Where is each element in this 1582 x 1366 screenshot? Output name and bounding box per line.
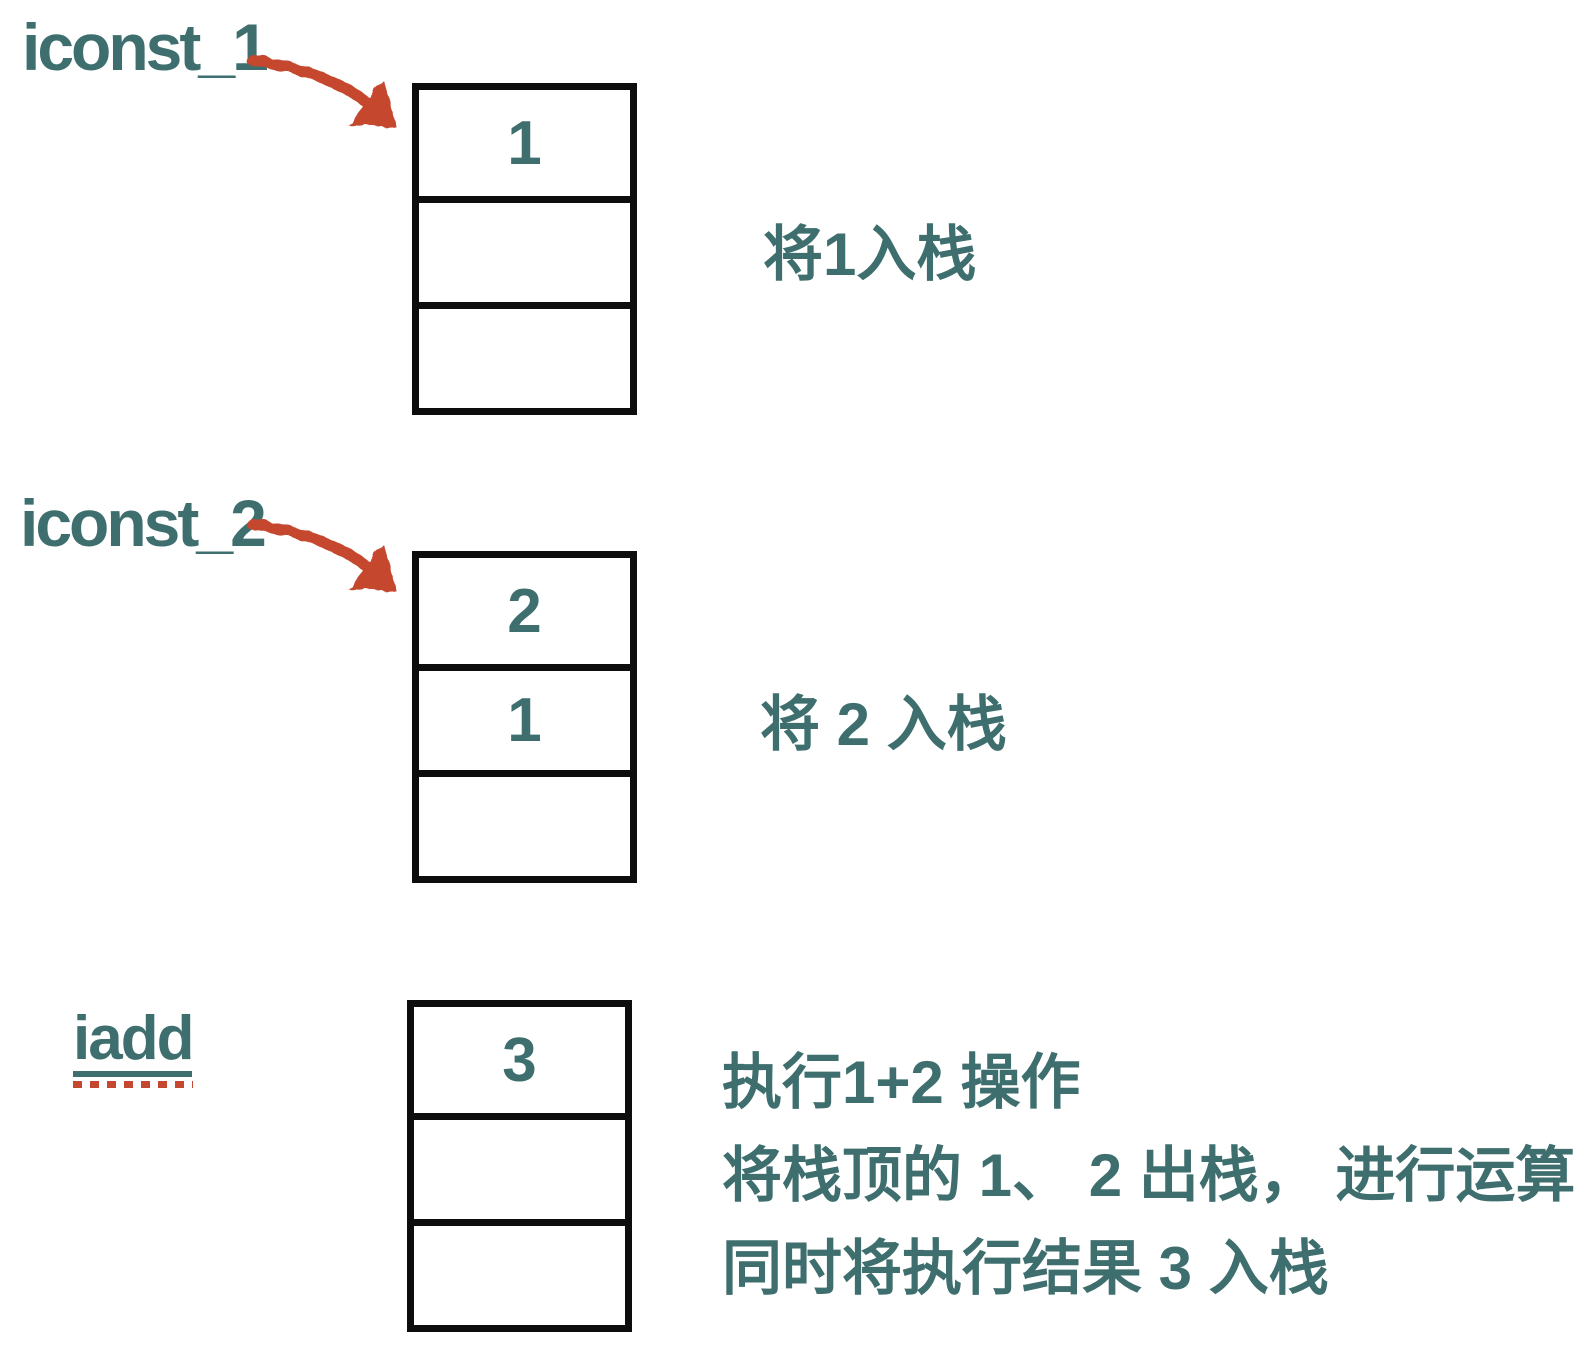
stack-cell (414, 1219, 625, 1325)
instruction-label-text: iadd (73, 1008, 194, 1077)
stack-cell: 3 (502, 1025, 537, 1095)
caption-line: 将栈顶的 1、 2 出栈， 进行运算 (722, 1142, 1576, 1209)
stack-cell (414, 1113, 625, 1219)
stack-cell (419, 196, 630, 302)
stack-cell (419, 302, 630, 408)
instruction-label-iconst-1: iconst_1 (22, 10, 269, 84)
instruction-label-iconst-2: iconst_2 (20, 486, 267, 560)
stack-cell (419, 770, 630, 876)
stack-cell: 2 (507, 576, 542, 646)
caption-line: 同时将执行结果 3 入栈 (722, 1235, 1329, 1302)
operand-stack-3: 3 (407, 1000, 632, 1332)
hand-drawn-arrow-icon (246, 518, 397, 592)
stack-cell: 1 (419, 664, 630, 770)
stack-cell: 1 (507, 108, 542, 178)
hand-drawn-arrow-icon (246, 54, 397, 128)
dotted-underline (73, 1081, 193, 1088)
step-caption-3: 执行1+2 操作 将栈顶的 1、 2 出栈， 进行运算 同时将执行结果 3 入栈 (722, 1036, 1575, 1315)
operand-stack-1: 1 (412, 83, 637, 415)
step-caption-1: 将1入栈 (763, 221, 977, 288)
instruction-label-iadd: iadd (73, 1008, 194, 1088)
step-caption-2: 将 2 入栈 (760, 691, 1007, 758)
caption-line: 执行1+2 操作 (722, 1049, 1081, 1116)
operand-stack-2: 2 1 (412, 551, 637, 883)
